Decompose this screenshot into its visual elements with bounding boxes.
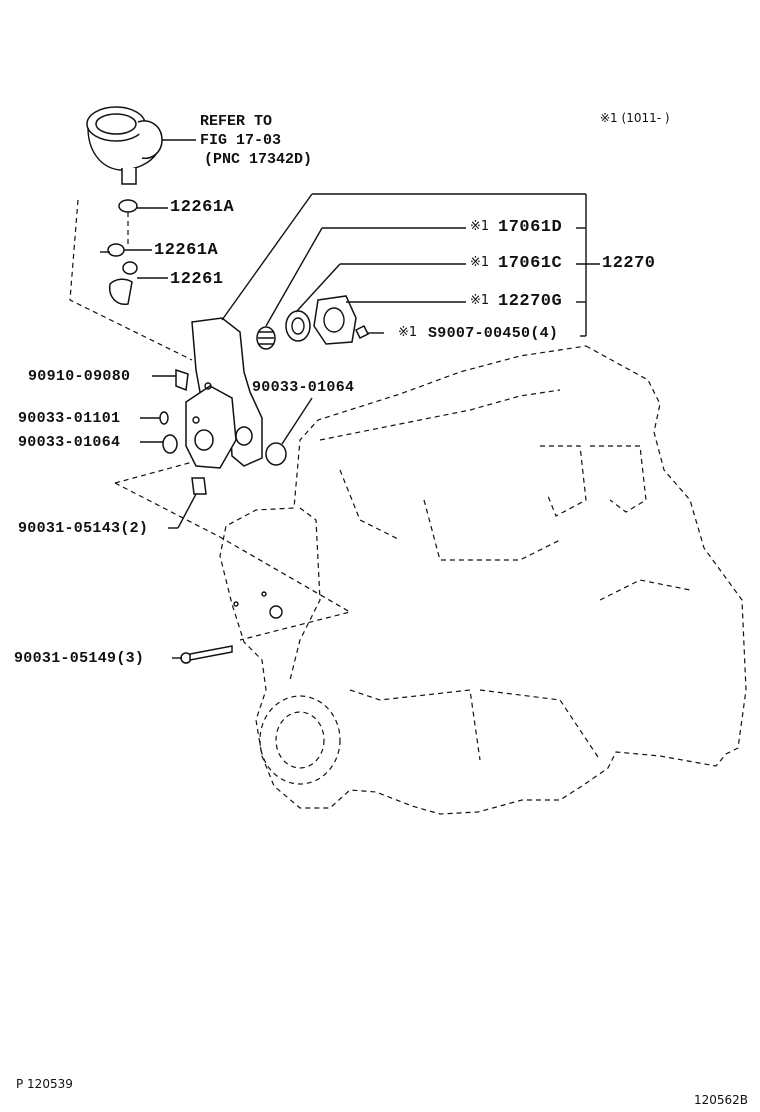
mark-12270G: ※1 — [470, 293, 490, 308]
callout-12261: 12261 — [170, 270, 224, 289]
callout-90031-05149: 90031-05149(3) — [14, 650, 145, 667]
callout-12270G: 12270G — [498, 292, 563, 311]
thermostat-parts — [256, 227, 600, 350]
fastener-parts — [140, 368, 313, 664]
air-connector-part — [86, 106, 196, 185]
water-outlet-housing-part — [185, 193, 587, 469]
engine-block-outline — [219, 345, 747, 815]
refer-note-line3: (PNC 17342D) — [204, 151, 313, 168]
callout-12261A-top: 12261A — [170, 198, 235, 217]
applicability-mark: ※1 — [600, 111, 618, 125]
callout-12270: 12270 — [602, 254, 656, 273]
callout-90031-05143: 90031-05143(2) — [18, 520, 149, 537]
footer-right-code: 120562B — [694, 1093, 749, 1107]
callout-17061D: 17061D — [498, 218, 563, 237]
mark-17061C: ※1 — [470, 255, 490, 270]
mark-17061D: ※1 — [470, 219, 490, 234]
callout-S9007-00450: S9007-00450(4) — [428, 325, 559, 342]
refer-note-line2: FIG 17-03 — [200, 132, 282, 149]
refer-note-line1: REFER TO — [200, 113, 273, 130]
footer-left-code: P 120539 — [16, 1077, 73, 1091]
mark-S9007: ※1 — [398, 325, 418, 340]
callout-12261A-mid: 12261A — [154, 241, 219, 260]
callout-90033-01064-left: 90033-01064 — [18, 434, 121, 451]
callout-17061C: 17061C — [498, 254, 563, 273]
applicability-range: (1011- ) — [621, 111, 670, 125]
applicability-note: ※1 (1011- ) — [600, 112, 670, 124]
callout-90033-01064-right: 90033-01064 — [252, 379, 355, 396]
hose-clamp-parts — [100, 199, 168, 305]
callout-90033-01101: 90033-01101 — [18, 410, 121, 427]
callout-90910-09080: 90910-09080 — [28, 368, 131, 385]
